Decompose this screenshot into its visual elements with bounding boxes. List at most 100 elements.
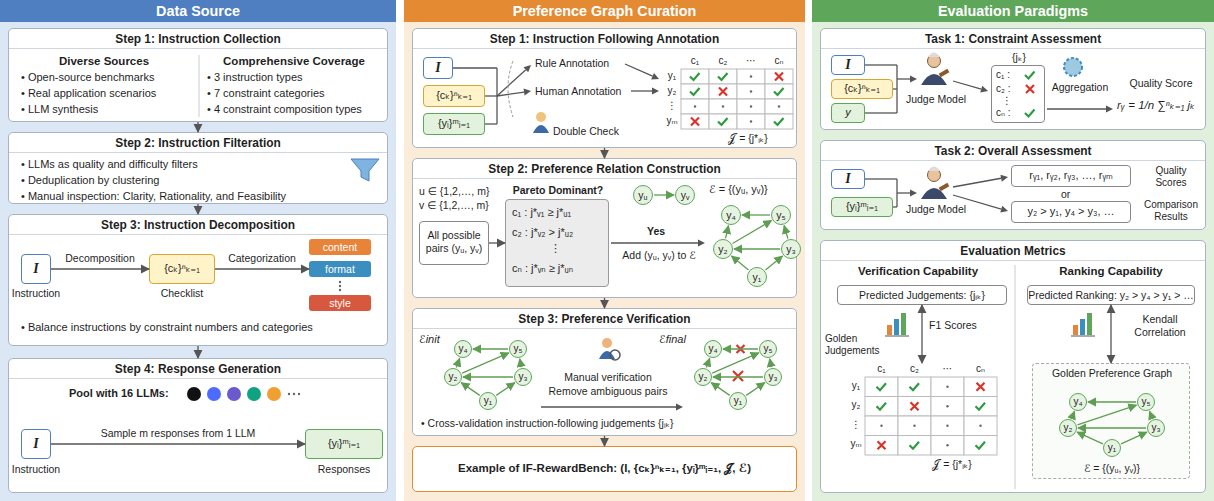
label-text: y₁ — [480, 395, 496, 407]
graph-node: y₄ — [454, 340, 472, 358]
connector — [496, 383, 515, 396]
graphic-part — [896, 179, 897, 207]
connector — [604, 148, 605, 158]
graphic-part — [928, 53, 940, 58]
label-text: I — [832, 171, 864, 188]
graph-node: y₂ — [1059, 419, 1077, 437]
label-text: Instruction — [9, 463, 63, 476]
label-text: I — [424, 60, 452, 77]
graphic-part — [1015, 265, 1016, 489]
step-title: Step 1: Instruction Following Annotation — [413, 32, 796, 49]
label-text: • 4 constraint composition types — [207, 103, 362, 116]
label-text: y₃ — [1148, 422, 1164, 434]
connector — [1077, 432, 1103, 444]
graphic-part — [497, 70, 526, 96]
graphic-part — [681, 84, 709, 99]
graphic-part — [1000, 206, 1008, 213]
graph-node: y₁ — [479, 392, 497, 410]
connector — [197, 204, 198, 214]
graphic-part — [1106, 106, 1113, 113]
label-text: y₅ — [772, 209, 790, 222]
connector — [197, 346, 198, 358]
label-text: • 7 constraint categories — [207, 87, 325, 100]
step-title: Step 2: Instruction Filteration — [9, 136, 387, 153]
step-title: Step 2: Preference Relation Construction — [413, 162, 796, 179]
graphic-part — [652, 88, 659, 95]
label-text: v ∈ {1,2,…, m} — [419, 199, 489, 212]
label-text: y₄ — [705, 343, 721, 355]
connector — [784, 226, 788, 239]
graphic-part — [865, 416, 898, 436]
label-text: cₙ — [964, 363, 997, 375]
label-text: Kendall Correlation — [1121, 313, 1199, 338]
graphic-part — [964, 436, 997, 456]
graphic-part — [681, 114, 709, 129]
step-title: Evaluation Metrics — [821, 244, 1205, 261]
label-text: y₁ — [847, 380, 865, 392]
graphic-part — [187, 387, 201, 401]
graphic-part — [1000, 175, 1008, 182]
graphic-part — [964, 377, 997, 397]
connector — [726, 226, 729, 239]
panel-title: Data Source — [0, 0, 396, 22]
graphic-part — [877, 383, 887, 390]
graphic-part — [719, 88, 727, 96]
graphic-part — [718, 118, 728, 125]
label-text: ⋮ — [847, 419, 865, 431]
graphic-part — [247, 387, 261, 401]
label-text: Pareto Dominant? — [502, 184, 614, 197]
step-box: Step 3: Instruction DecompositionInstruc… — [8, 214, 388, 346]
label-text: • Manual inspection: Clarity, Rationalit… — [21, 190, 286, 203]
instruction-box: I — [423, 57, 453, 79]
graphic-part — [928, 167, 940, 172]
connector — [197, 122, 198, 132]
label-text: yᵥ — [676, 189, 694, 202]
label-text: y₃ — [515, 371, 531, 383]
label-text: Judge Model — [903, 93, 969, 106]
label-text: y₂ > y₁, y₄ > y₃, … — [1012, 205, 1130, 218]
label-text: Ranking Capability — [1017, 265, 1205, 279]
graphic-part — [737, 114, 765, 129]
step-title: Task 2: Overall Assessment — [821, 144, 1205, 161]
graphic-part — [877, 403, 887, 410]
graphic-part — [1080, 319, 1085, 335]
label-text: rᵧ = 1/n ∑ⁿₖ₌₁ jₖ — [1117, 99, 1195, 113]
step-title: Step 4: Response Generation — [9, 362, 387, 379]
label-text: or — [1061, 188, 1070, 201]
label-text: Judge Model — [903, 203, 969, 216]
edge-label: Sample m responses from 1 LLM — [99, 427, 258, 440]
connector — [604, 298, 605, 308]
graph-node: y₃ — [514, 368, 532, 386]
graphic-part — [698, 240, 705, 247]
graphic-part — [651, 73, 659, 79]
step-box: Step 2: Preference Relation Construction… — [412, 158, 797, 298]
graphic-part — [533, 125, 549, 133]
panel: Evaluation ParadigmsTask 1: Constraint A… — [812, 0, 1214, 501]
category-tag: content — [309, 239, 371, 255]
label-text: {yᵢ}ᵐᵢ₌₁ — [832, 200, 892, 213]
connector — [520, 359, 521, 367]
connector — [723, 348, 758, 349]
connector — [215, 268, 309, 269]
edge-label: Decomposition — [63, 252, 136, 265]
graphic-part — [523, 65, 531, 72]
label-text: y₁ — [1104, 442, 1120, 454]
graphic-part — [508, 61, 513, 117]
connector — [604, 436, 605, 446]
condition-box: Pareto Dominant?c₁ : j*ᵥ₁ ≥ j*ᵤ₁c₂ : j*ᵥ… — [505, 199, 609, 287]
graphic-part — [298, 393, 300, 395]
label-text: ⋮ — [550, 242, 561, 255]
label-text: • LLMs as quality and difficulty filters — [21, 158, 198, 171]
graphic-part — [1064, 58, 1082, 76]
connector — [1077, 405, 1136, 425]
graph-node: y₄ — [1069, 393, 1087, 411]
graphic-part — [921, 188, 947, 199]
graphic-part — [709, 69, 737, 84]
label-text: 𝒥 = {j*ᵢₖ} — [907, 458, 997, 471]
pairs-box: All possible pairs (yᵤ, yᵥ) — [419, 221, 489, 265]
label-text: cₙ : — [996, 107, 1011, 119]
graphic-part — [737, 84, 765, 99]
connector — [654, 194, 674, 195]
category-tag: style — [309, 295, 371, 311]
graphic-part — [1026, 85, 1034, 93]
